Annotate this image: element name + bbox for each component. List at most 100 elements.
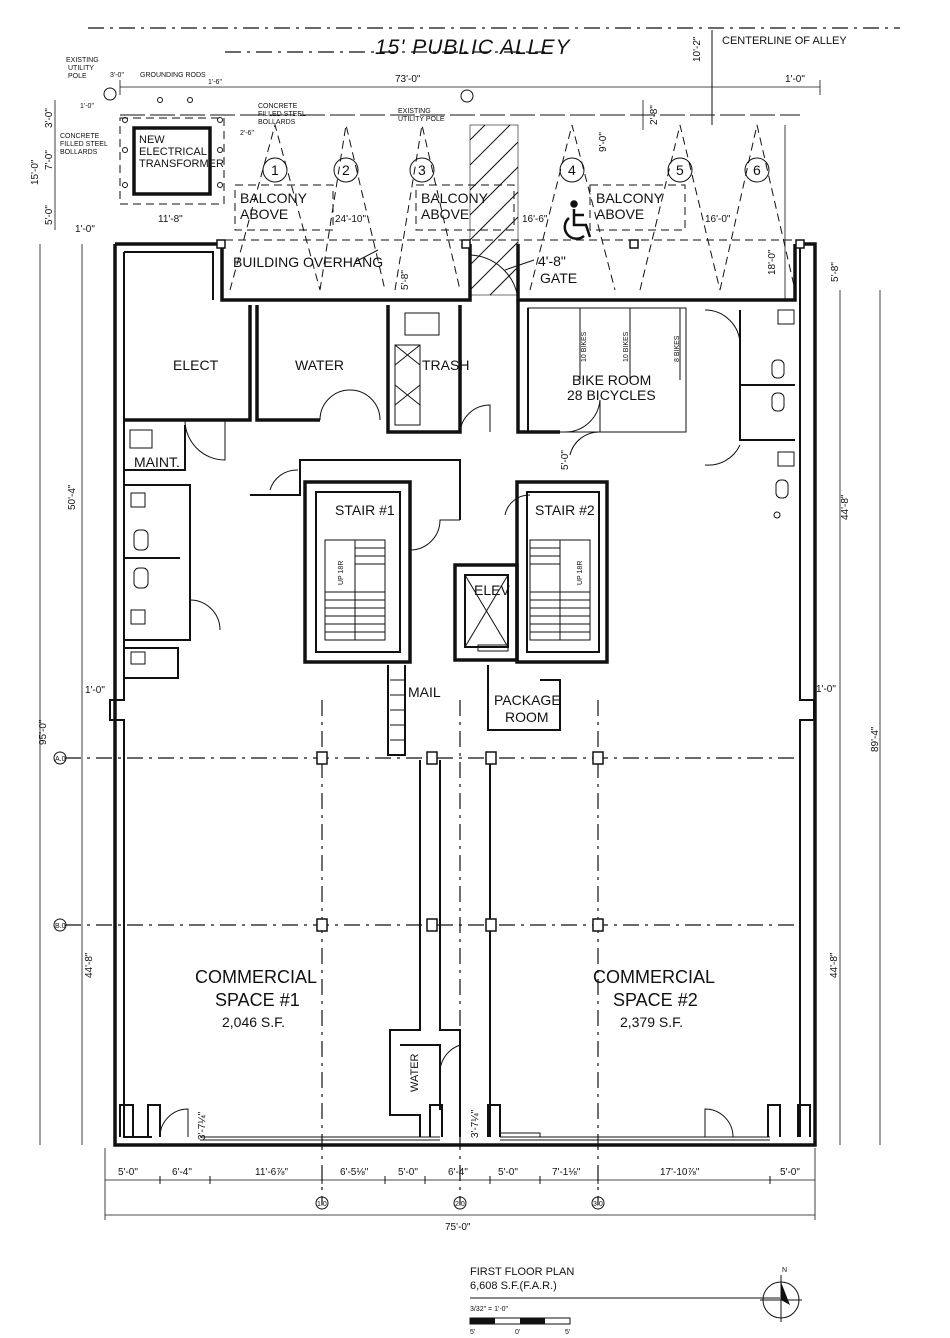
utility-area: EXISTING UTILITY POLE 3'-0" GROUNDING RO… [30,57,474,235]
bottom-dims: 5'-0" 6'-4" 11'-6⅞" 6'-5⅛" 5'-0" 6'-4" 5… [104,1148,816,1233]
dim-16-0: 16'-0" [705,214,731,225]
scale-mark-3: 5' [565,1329,570,1336]
dim-2-6: 2'-6" [240,130,254,137]
transformer-l3: TRANSFORMER [139,158,224,170]
building-shell: 4'-8" GATE 5'-8" 5'-8" [109,239,841,1147]
left-service: MAINT. 50'-4" 44'-8" [67,425,851,679]
dim-1-0-l: 1'-0" [80,103,94,110]
grid-b: B.0 [55,923,66,930]
maint-label: MAINT. [134,454,180,470]
stair-1 [303,480,412,664]
balcony-3-l1: BALCONY [596,190,664,206]
dim-18-0: 18'-0" [767,249,778,275]
plan-area: 6,608 S.F.(F.A.R.) [470,1280,557,1292]
stall-6: 6 [753,162,761,178]
water-small-label: WATER [409,1053,421,1092]
utility-pole-mid-icon [460,89,474,103]
dim-75-0: 75'-0" [445,1222,471,1233]
balcony-2-l1: BALCONY [421,190,489,206]
dim-15-0v: 15'-0" [30,159,41,185]
bike-rack-a: 10 BIKES [581,331,588,362]
north-arrow-icon: N [760,1267,802,1322]
bollards-left-2: FILLED STEEL [60,141,108,148]
dim-1-0-tr: 1'-0" [785,74,805,85]
dim-3-7l: 3'-7¼" [196,1111,208,1140]
bot-5: 5'-0" [398,1167,418,1178]
bike-rack-c: 8 BIKES [674,335,681,362]
commercial1-l1: COMMERCIAL [195,967,317,987]
stall-2: 2 [342,162,350,178]
dim-11-8: 11'-8" [158,214,183,225]
bollards-left-3: BOLLARDS [60,149,98,156]
overhang-label: BUILDING OVERHANG [233,254,383,270]
bot-2: 6'-4" [172,1167,192,1178]
dim-44-8r2: 44'-8" [829,952,840,978]
bollards-right-3: BOLLARDS [258,119,296,126]
side-dims: 95'-0" 89'-4" 44'-8" 44'-8" [38,244,881,1145]
bollards-right-1: CONCRETE [258,103,298,110]
bike-capacity: 28 BICYCLES [567,387,656,403]
scale-mark-1: 5' [470,1329,475,1336]
stall-3: 3 [418,162,426,178]
grid-3: 3.0 [593,1201,603,1208]
bollards-left-1: CONCRETE [60,133,100,140]
pole-mid-1: EXISTING [398,108,431,115]
dim-1-0ml: 1'-0" [85,685,105,696]
stall-5: 5 [676,162,684,178]
bot-7: 5'-0" [498,1167,518,1178]
alley-area: 15' PUBLIC ALLEY CENTERLINE OF ALLEY 10'… [88,27,900,125]
bot-1: 5'-0" [118,1167,138,1178]
balcony-1-l1: BALCONY [240,190,308,206]
stall-1: 1 [271,162,279,178]
transformer-l1: NEW [139,134,165,146]
dim-5-8r: 5'-8" [830,262,841,282]
commercial1-l2: SPACE #1 [215,990,300,1010]
dim-1-0mr: 1'-0" [816,684,836,695]
dim-3-7r: 3'-7¼" [469,1109,481,1138]
bike-room-label: BIKE ROOM [572,372,651,388]
commercial2-l1: COMMERCIAL [593,967,715,987]
commercial-spaces: COMMERCIAL SPACE #1 2,046 S.F. COMMERCIA… [85,684,836,1141]
dim-1-0b: 1'-0" [75,224,95,235]
balcony-1 [234,184,334,231]
bollards-right-2: FILLED STEEL [258,111,306,118]
pole-left-l2: UTILITY [68,65,94,72]
dim-3-0: 3'-0" [110,72,124,79]
gate-label: GATE [540,270,577,286]
scale-mark-2: 0' [515,1329,520,1336]
grid-a: A.0 [55,756,66,763]
elect-label: ELECT [173,357,219,373]
dim-16-6: 16'-6" [522,214,548,225]
stall-4: 4 [568,162,576,178]
commercial1-area: 2,046 S.F. [222,1014,285,1030]
bot-9: 17'-10⅞" [660,1167,700,1178]
balcony-2-l2: ABOVE [421,206,469,222]
balcony-3-l2: ABOVE [596,206,644,222]
dim-5-8: 5'-8" [400,270,411,290]
alley-title: 15' PUBLIC ALLEY [375,36,571,59]
dim-2-8: 2'-8" [649,105,660,125]
dim-44-8r: 44'-8" [840,494,851,520]
dim-50-4: 50'-4" [67,484,78,510]
water-label: WATER [295,357,344,373]
structural-grid: A.0 B.0 1.0 2.0 3.0 [53,700,800,1210]
dim-5-0v: 5'-0" [44,205,55,225]
stair2-label: STAIR #2 [535,502,595,518]
dim-95-0: 95'-0" [38,719,49,745]
dim-10-2: 10'-2" [692,36,703,62]
dim-89-4: 89'-4" [870,726,881,752]
plan-title: FIRST FLOOR PLAN [470,1266,574,1278]
bot-8: 7'-1⅛" [552,1167,581,1178]
stair1-riser: UP 18R [338,561,345,585]
utility-pole-left-icon [103,87,117,101]
parking-area: 1 2 3 4 5 6 BALCONY ABOVE BALCONY ABOVE … [225,100,800,300]
pole-left-l1: EXISTING [66,57,99,64]
transformer-box [132,126,212,196]
plan-scale: 3/32" = 1'-0" [470,1306,509,1313]
transformer-l2: ELECTRICAL [139,146,207,158]
bot-10: 5'-0" [780,1167,800,1178]
mail-label: MAIL [408,684,441,700]
dim-24-10: 24'-10" [335,214,366,225]
hatched-walkway [469,124,519,296]
bike-rack-b: 10 BIKES [623,331,630,362]
